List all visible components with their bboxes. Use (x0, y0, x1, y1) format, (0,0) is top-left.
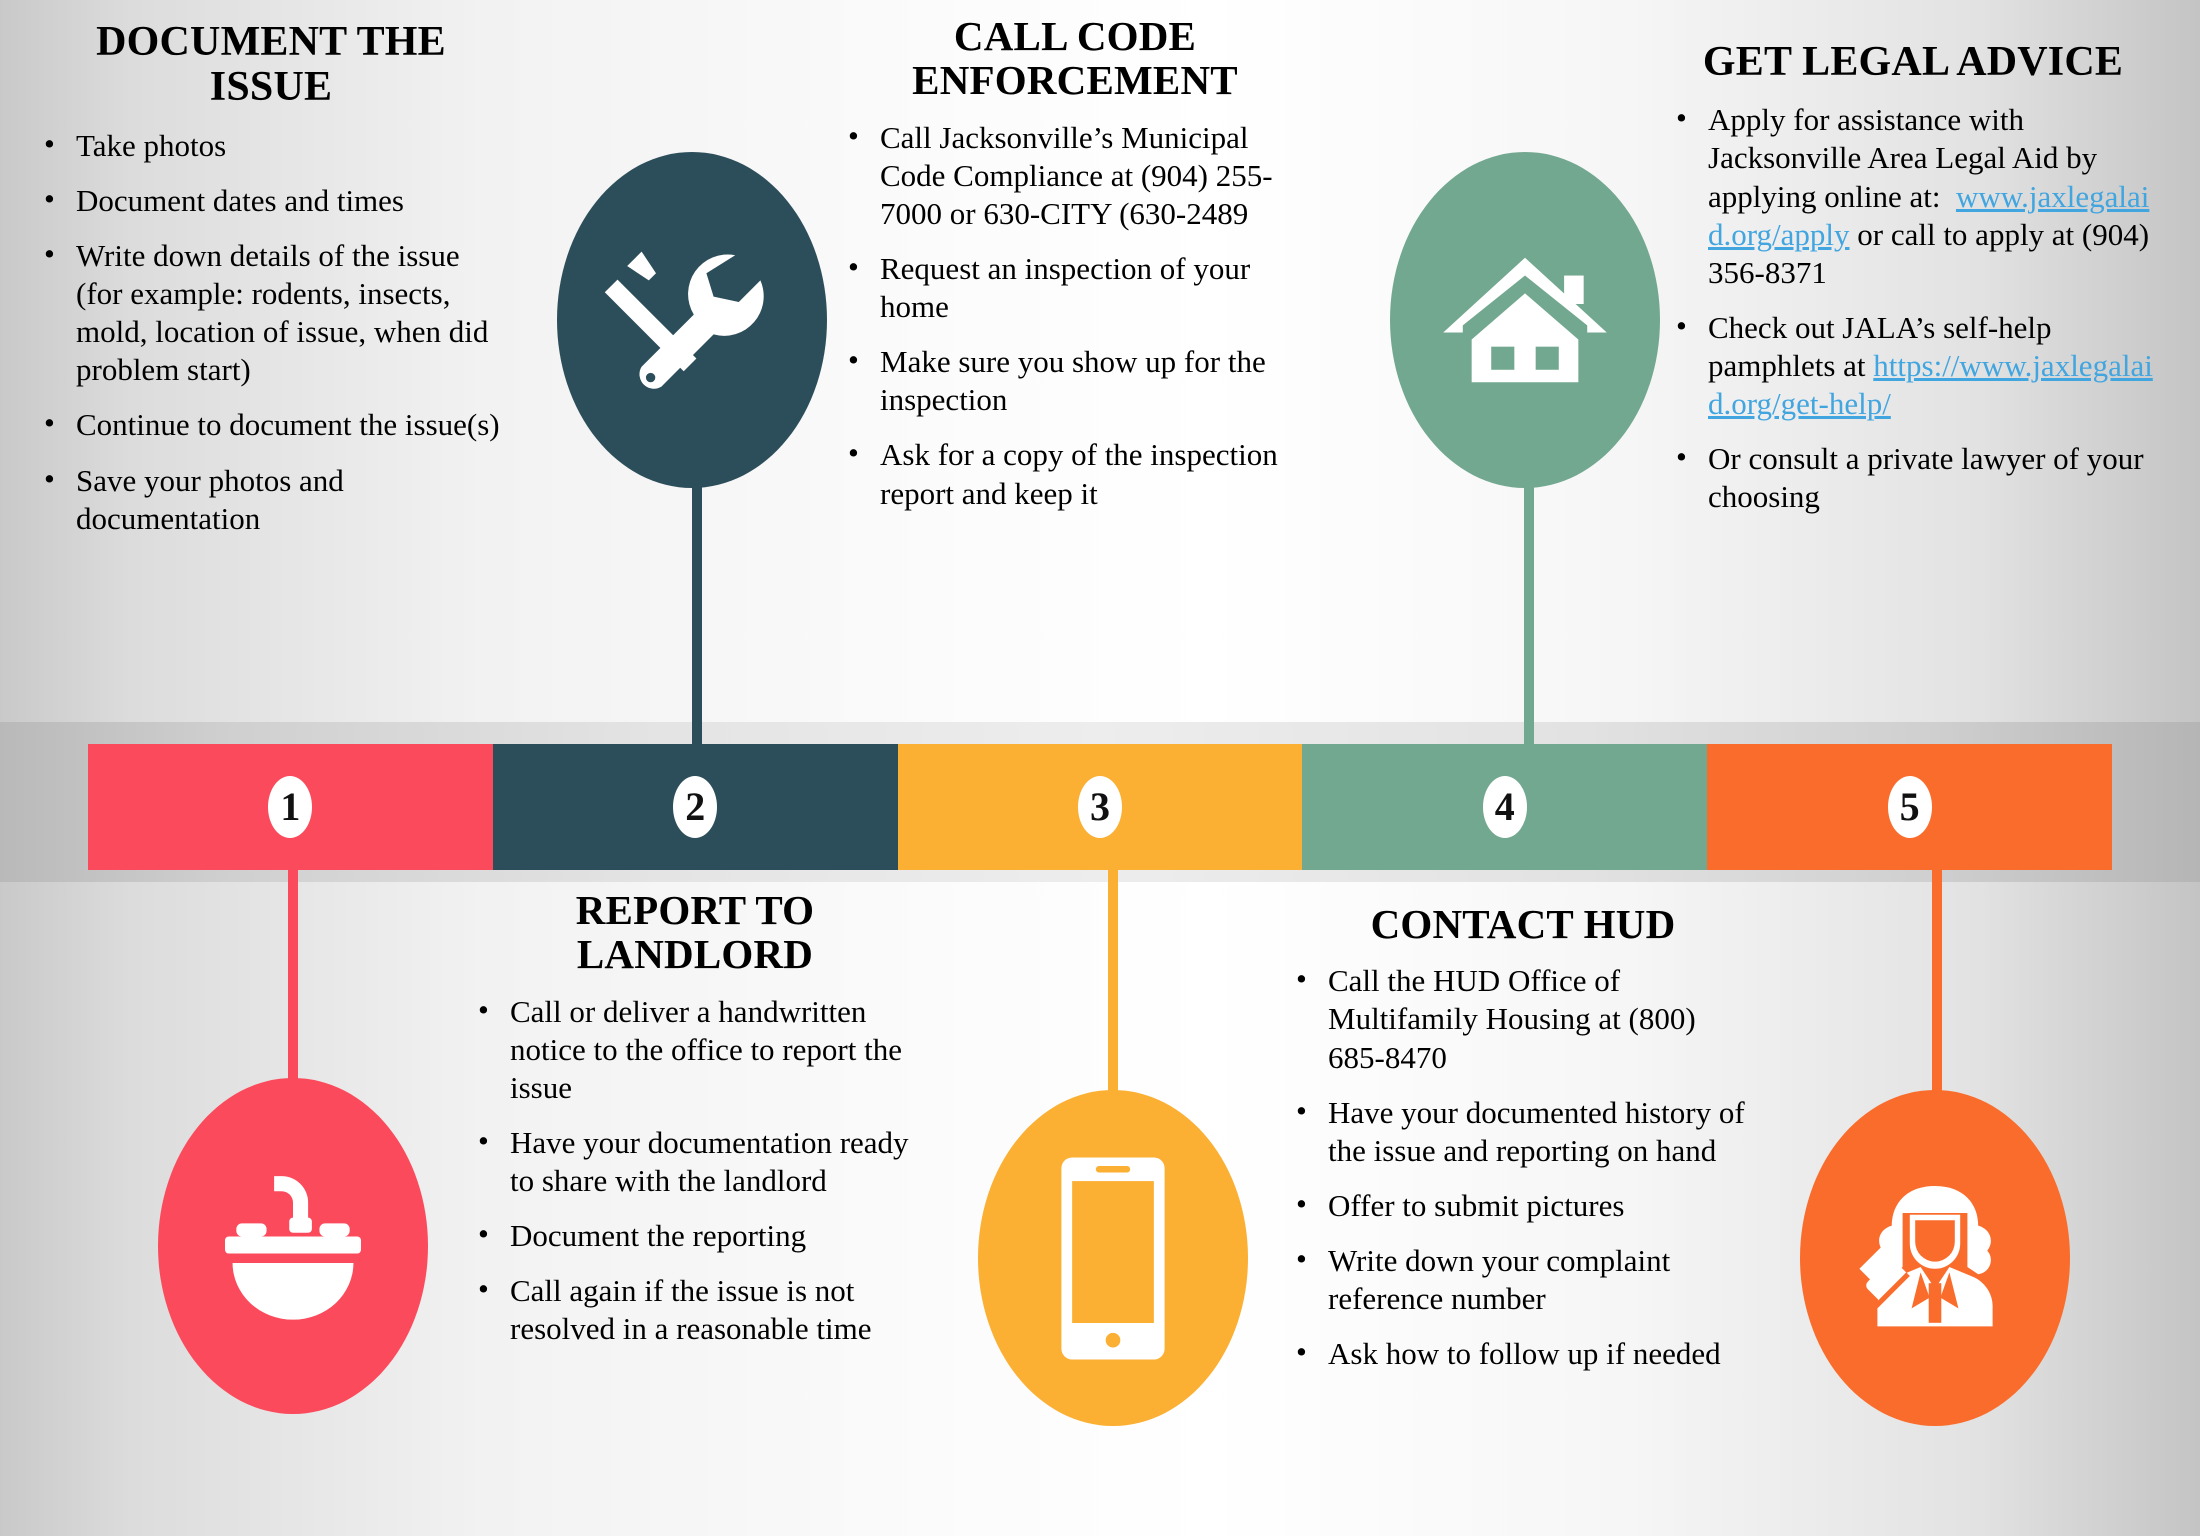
sink-icon-bubble (158, 1078, 428, 1414)
connector-step5 (1932, 862, 1942, 1114)
list-item: Have your documented history of the issu… (1288, 1092, 1758, 1170)
list-item: Call Jacksonville’s Municipal Code Compl… (840, 117, 1310, 233)
list-item: Call the HUD Office of Multifamily Housi… (1288, 960, 1758, 1076)
bullet-list-call-code-enforcement: Call Jacksonville’s Municipal Code Compl… (840, 117, 1310, 513)
mobile-phone-icon-bubble (978, 1090, 1248, 1426)
section-title-report-to-landlord: REPORT TO LANDLORD (575, 887, 815, 978)
list-item: Request an inspection of your home (840, 248, 1310, 326)
timeline-step-4[interactable]: 4 (1302, 744, 1708, 870)
tools-icon (602, 230, 782, 410)
step-number-5: 5 (1887, 776, 1932, 838)
list-item: Or consult a private lawyer of your choo… (1668, 438, 2158, 516)
lawyer-icon (1845, 1168, 2025, 1348)
list-item: Ask for a copy of the inspection report … (840, 434, 1310, 512)
bullet-list-report-to-landlord: Call or deliver a handwritten notice to … (470, 991, 920, 1349)
step-number-2: 2 (673, 776, 718, 838)
list-item: Write down details of the issue (for exa… (36, 235, 506, 390)
legal-bullet1-post: or call to apply at (904) 356-8371 (1708, 216, 2150, 290)
sink-icon (198, 1161, 388, 1331)
list-item: Take photos (36, 125, 506, 165)
timeline-step-1[interactable]: 1 (88, 744, 493, 870)
step-number-3: 3 (1077, 776, 1122, 838)
bullet-list-contact-hud: Call the HUD Office of Multifamily Housi… (1288, 960, 1758, 1373)
legal-bullet1-pre: Apply for assistance with Jacksonville A… (1708, 102, 2098, 214)
section-get-legal-advice: GET LEGAL ADVICE Apply for assistance wi… (1668, 39, 2158, 517)
mobile-phone-icon (1048, 1151, 1178, 1366)
section-title-contact-hud: CONTACT HUD (1370, 901, 1676, 947)
house-icon (1435, 240, 1615, 400)
list-item: Call or deliver a handwritten notice to … (470, 991, 920, 1107)
timeline-step-2[interactable]: 2 (492, 744, 898, 870)
list-item: Apply for assistance with Jacksonville A… (1668, 99, 2158, 292)
lawyer-icon-bubble (1800, 1090, 2070, 1426)
section-title-document-the-issue: DOCUMENT THE ISSUE (96, 19, 446, 111)
connector-step3 (1108, 862, 1118, 1108)
connector-step4 (1524, 408, 1534, 750)
bullet-list-get-legal-advice: Apply for assistance with Jacksonville A… (1668, 99, 2158, 516)
list-item: Check out JALA’s self-help pamphlets at … (1668, 307, 2158, 423)
list-item: Write down your complaint reference numb… (1288, 1240, 1758, 1318)
jaxlegalaid-apply-link[interactable]: www.jaxlegalaid.org/apply (1708, 178, 2150, 252)
list-item: Document dates and times (36, 180, 506, 220)
list-item: Document the reporting (470, 1215, 920, 1255)
list-item: Offer to submit pictures (1288, 1185, 1758, 1225)
list-item: Ask how to follow up if needed (1288, 1333, 1758, 1373)
tools-icon-bubble (557, 152, 827, 488)
list-item: Call again if the issue is not resolved … (470, 1270, 920, 1348)
timeline-step-strip: 1 2 3 4 5 (88, 744, 2112, 870)
connector-step1 (288, 862, 298, 1102)
jaxlegalaid-gethelp-link[interactable]: https://www.jaxlegalaid.org/get-help/ (1708, 348, 2153, 422)
step-number-1: 1 (268, 776, 313, 838)
section-title-get-legal-advice: GET LEGAL ADVICE (1702, 39, 2124, 85)
bullet-list-document-the-issue: Take photos Document dates and times Wri… (36, 125, 506, 538)
connector-step2 (692, 410, 702, 750)
section-call-code-enforcement: CALL CODE ENFORCEMENT Call Jacksonville’… (840, 14, 1310, 513)
list-item: Continue to document the issue(s) (36, 404, 506, 444)
timeline-step-5[interactable]: 5 (1707, 744, 2112, 870)
section-contact-hud: CONTACT HUD Call the HUD Office of Multi… (1288, 902, 1758, 1373)
section-report-to-landlord: REPORT TO LANDLORD Call or deliver a han… (470, 888, 920, 1349)
step-number-4: 4 (1482, 776, 1527, 838)
house-icon-bubble (1390, 152, 1660, 488)
section-title-call-code-enforcement: CALL CODE ENFORCEMENT (912, 13, 1238, 104)
list-item: Have your documentation ready to share w… (470, 1122, 920, 1200)
legal-bullet2-pre: Check out JALA’s self-help pamphlets at (1708, 309, 2052, 384)
timeline-step-3[interactable]: 3 (897, 744, 1303, 870)
section-document-the-issue: DOCUMENT THE ISSUE Take photos Document … (36, 19, 506, 538)
list-item: Make sure you show up for the inspection (840, 341, 1310, 419)
list-item: Save your photos and documentation (36, 460, 506, 538)
